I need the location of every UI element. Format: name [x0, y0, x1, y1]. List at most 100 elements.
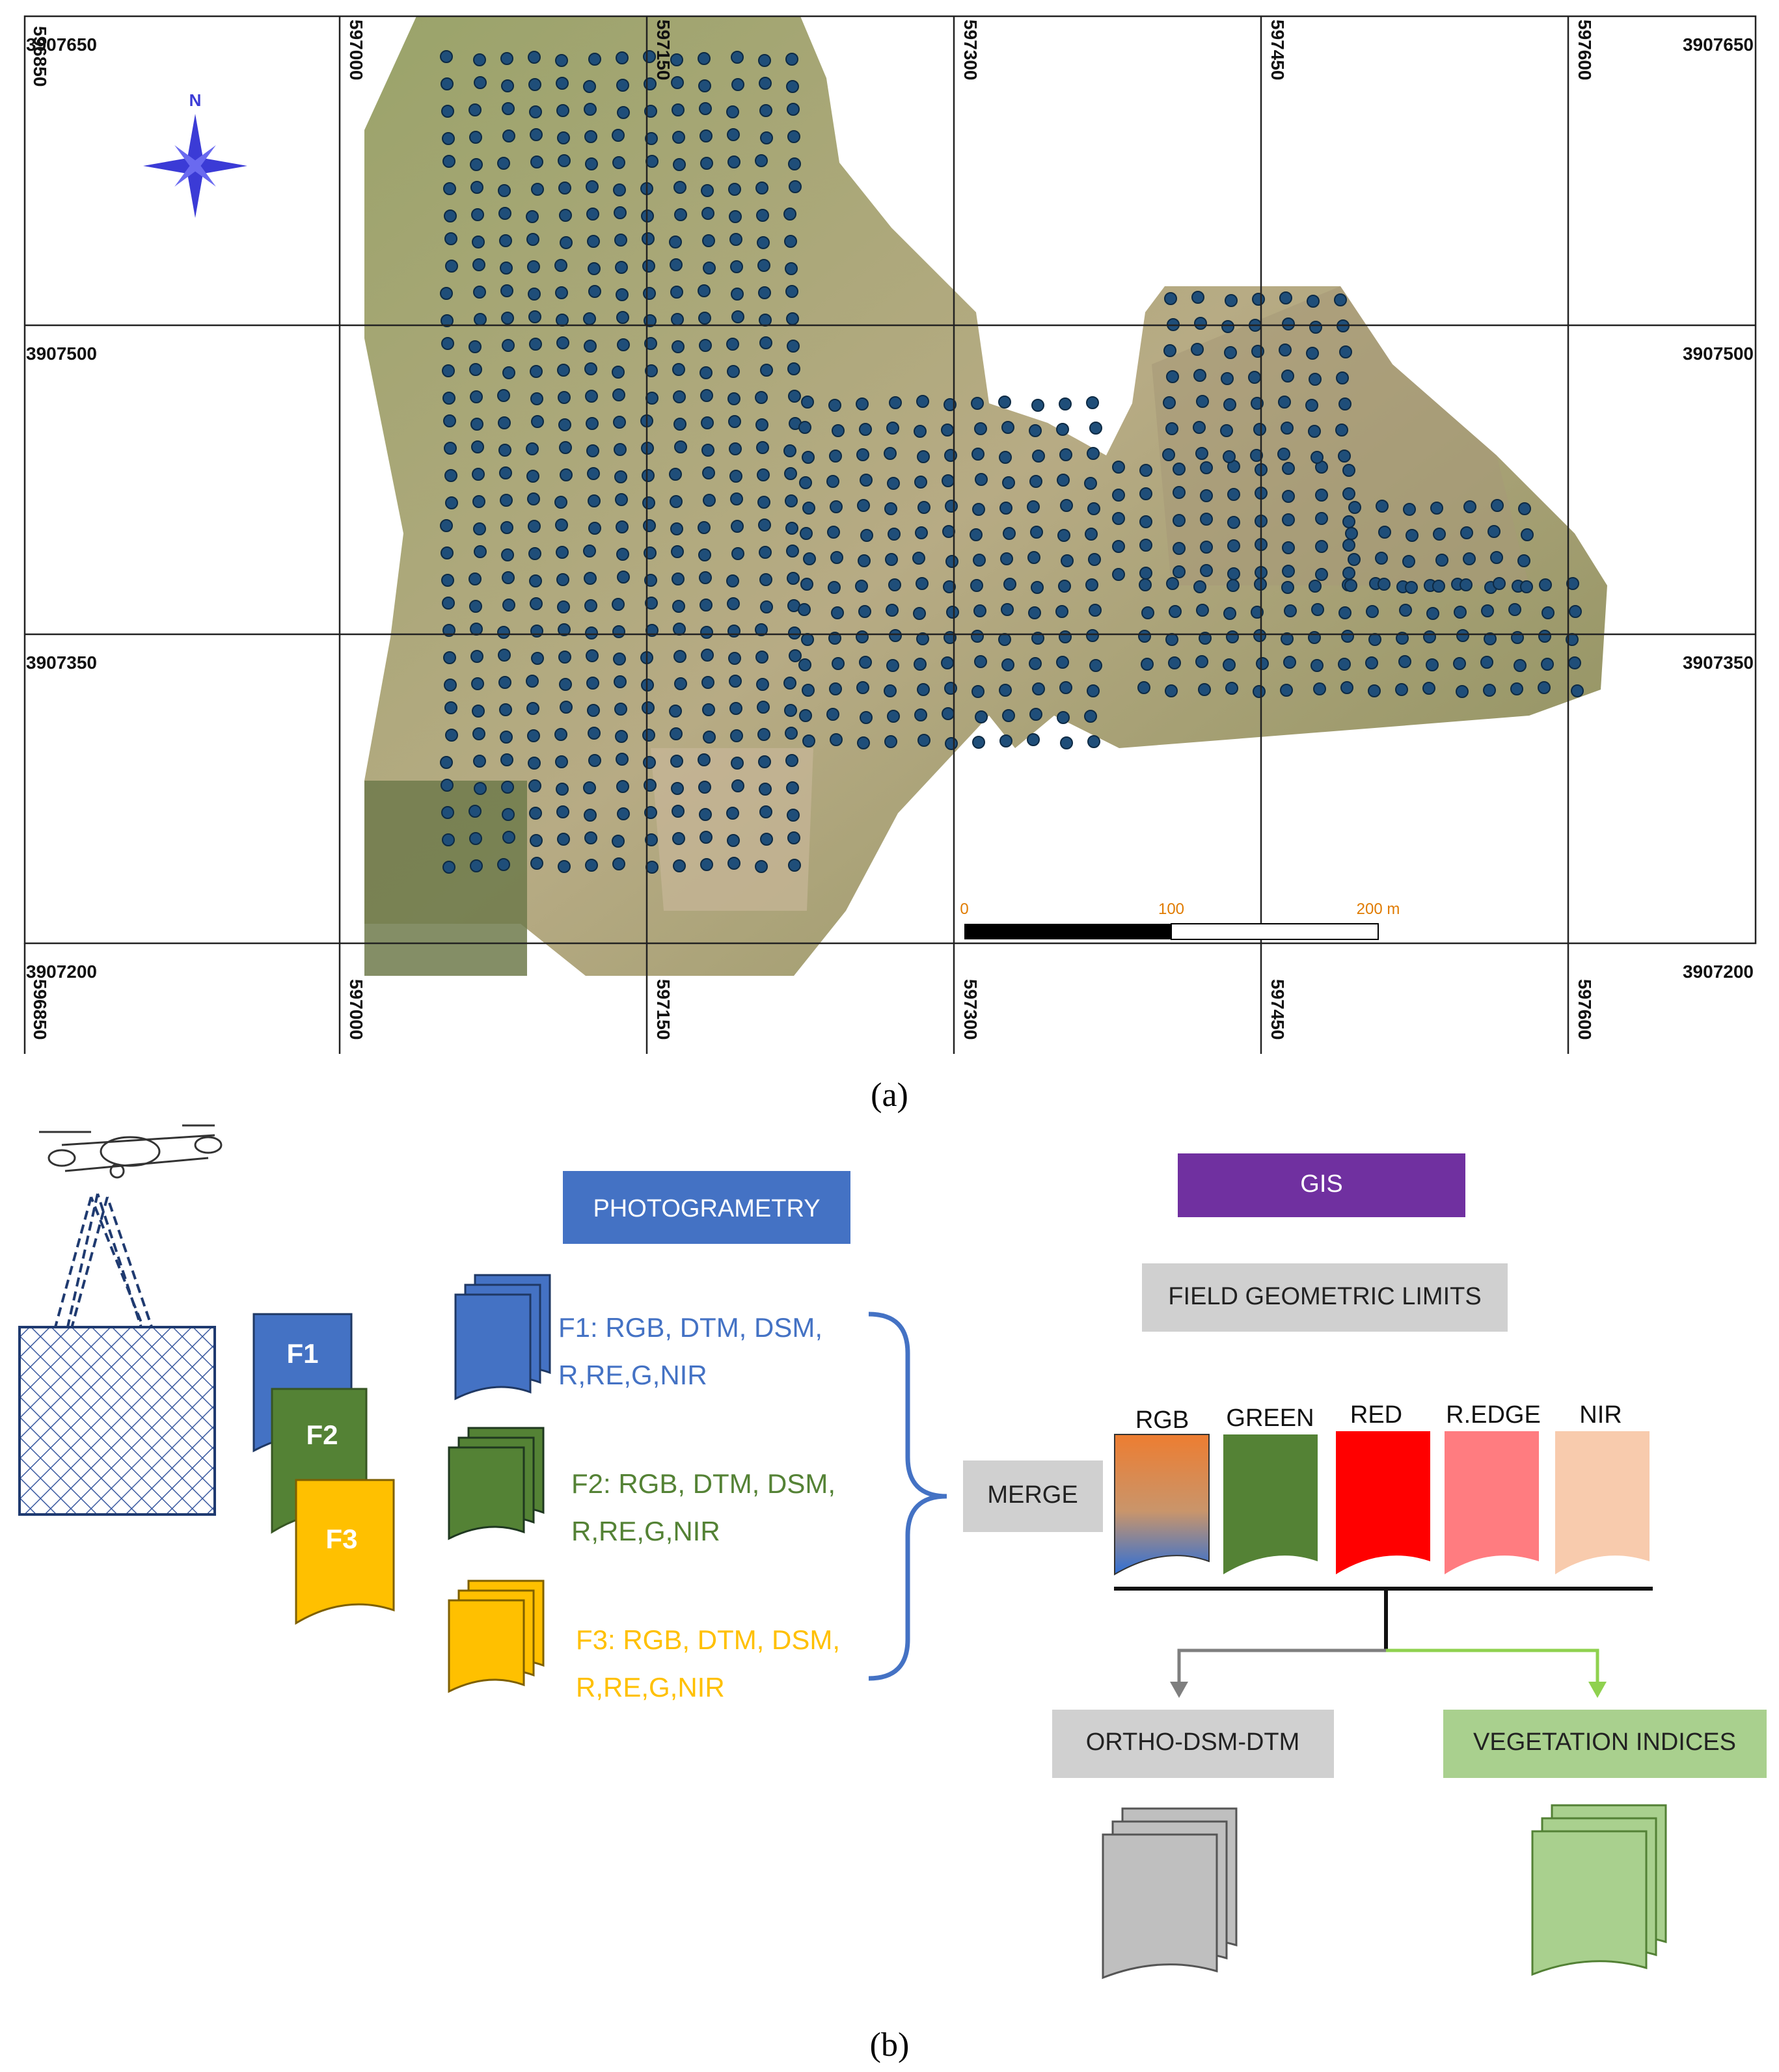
tree-marker: [1088, 553, 1101, 566]
tree-marker: [1569, 605, 1582, 618]
tree-marker: [700, 389, 713, 402]
tree-marker: [760, 600, 773, 613]
tree-marker: [1227, 579, 1240, 592]
tree-marker: [698, 781, 711, 794]
tree-marker: [1001, 658, 1014, 671]
tree-marker: [787, 809, 800, 822]
product-line: R,RE,G,NIR: [558, 1360, 707, 1390]
tree-marker: [917, 734, 930, 747]
tree-marker: [443, 651, 456, 664]
tree-marker: [557, 833, 570, 846]
tree-marker: [1402, 555, 1415, 568]
tree-marker: [531, 183, 544, 196]
tree-marker: [1193, 369, 1206, 382]
tree-marker: [1520, 580, 1533, 593]
tree-marker: [474, 76, 487, 89]
tree-marker: [1223, 450, 1236, 463]
tree-marker: [1342, 487, 1355, 500]
tree-marker: [616, 311, 629, 324]
tree-marker: [1338, 450, 1351, 463]
tree-marker: [914, 658, 927, 671]
flight-label: F2: [306, 1419, 338, 1450]
vegetation-label: VEGETATION INDICES: [1473, 1729, 1736, 1756]
tree-marker: [645, 155, 659, 168]
tree-marker: [785, 53, 798, 66]
tree-marker: [971, 630, 984, 643]
tree-marker: [441, 574, 454, 587]
tree-marker: [556, 805, 569, 818]
tree-marker: [1432, 580, 1445, 593]
tree-marker: [856, 448, 869, 461]
tree-marker: [588, 522, 601, 535]
tree-marker: [759, 783, 772, 796]
tree-marker: [444, 209, 457, 222]
tree-marker: [1061, 554, 1074, 567]
tree-marker: [1456, 629, 1469, 642]
tree-marker: [858, 605, 871, 618]
tree-marker: [670, 258, 683, 271]
tree-marker: [1541, 658, 1554, 671]
tree-marker: [530, 857, 543, 870]
tree-marker: [1252, 293, 1265, 306]
tree-marker: [1087, 502, 1100, 515]
tree-marker: [1378, 526, 1391, 539]
tree-marker: [757, 236, 770, 249]
tree-marker: [699, 129, 713, 142]
tree-marker: [1454, 606, 1467, 619]
tree-marker: [670, 53, 683, 66]
tree-marker: [1493, 577, 1506, 590]
tree-marker: [702, 234, 715, 247]
tree-marker: [474, 545, 487, 558]
tree-marker: [445, 496, 458, 509]
tree-marker: [616, 520, 629, 533]
tree-marker: [726, 338, 739, 351]
tree-marker: [1031, 632, 1044, 645]
tree-marker: [670, 495, 683, 508]
tree-marker: [584, 103, 597, 116]
tree-marker: [1196, 395, 1209, 408]
tree-marker: [1423, 630, 1436, 643]
tree-marker: [1342, 515, 1355, 528]
tree-marker: [583, 545, 596, 558]
coordinate-grid: [23, 15, 1757, 1054]
tree-marker: [441, 779, 454, 792]
tree-marker: [1483, 684, 1496, 697]
tree-marker: [699, 599, 713, 612]
tree-marker: [1281, 632, 1294, 645]
tree-marker: [529, 807, 542, 820]
tree-marker: [701, 444, 714, 457]
tree-marker: [1368, 633, 1381, 646]
tree-marker: [941, 656, 954, 669]
tree-marker: [1139, 567, 1152, 580]
tree-marker: [884, 447, 897, 460]
tree-marker: [1342, 567, 1355, 580]
tree-marker: [1463, 500, 1476, 513]
tree-marker: [1399, 604, 1412, 617]
tree-marker: [727, 857, 740, 870]
tree-marker: [673, 390, 686, 403]
tree-marker: [698, 79, 711, 92]
tree-marker: [556, 104, 569, 117]
tree-marker: [500, 284, 513, 297]
tree-marker: [731, 310, 744, 323]
tree-marker: [1085, 578, 1098, 591]
tree-marker: [785, 494, 798, 507]
tree-marker: [755, 182, 768, 195]
tree-marker: [557, 131, 570, 144]
tree-marker: [731, 757, 744, 770]
tree-marker: [701, 649, 714, 662]
tree-marker: [501, 781, 514, 794]
tree-marker: [1059, 681, 1072, 694]
tree-marker: [674, 677, 687, 690]
tree-marker: [1173, 565, 1186, 578]
tree-marker: [497, 157, 510, 170]
y-tick-labels: 3907650 3907500 3907350 3907200 3907650 …: [26, 34, 1754, 982]
tree-marker: [914, 708, 927, 721]
tree-marker: [917, 683, 930, 696]
tree-marker: [756, 678, 769, 691]
tree-marker: [585, 626, 598, 639]
tree-marker: [1084, 477, 1097, 490]
tree-marker: [1003, 527, 1016, 540]
tree-marker: [472, 235, 485, 249]
